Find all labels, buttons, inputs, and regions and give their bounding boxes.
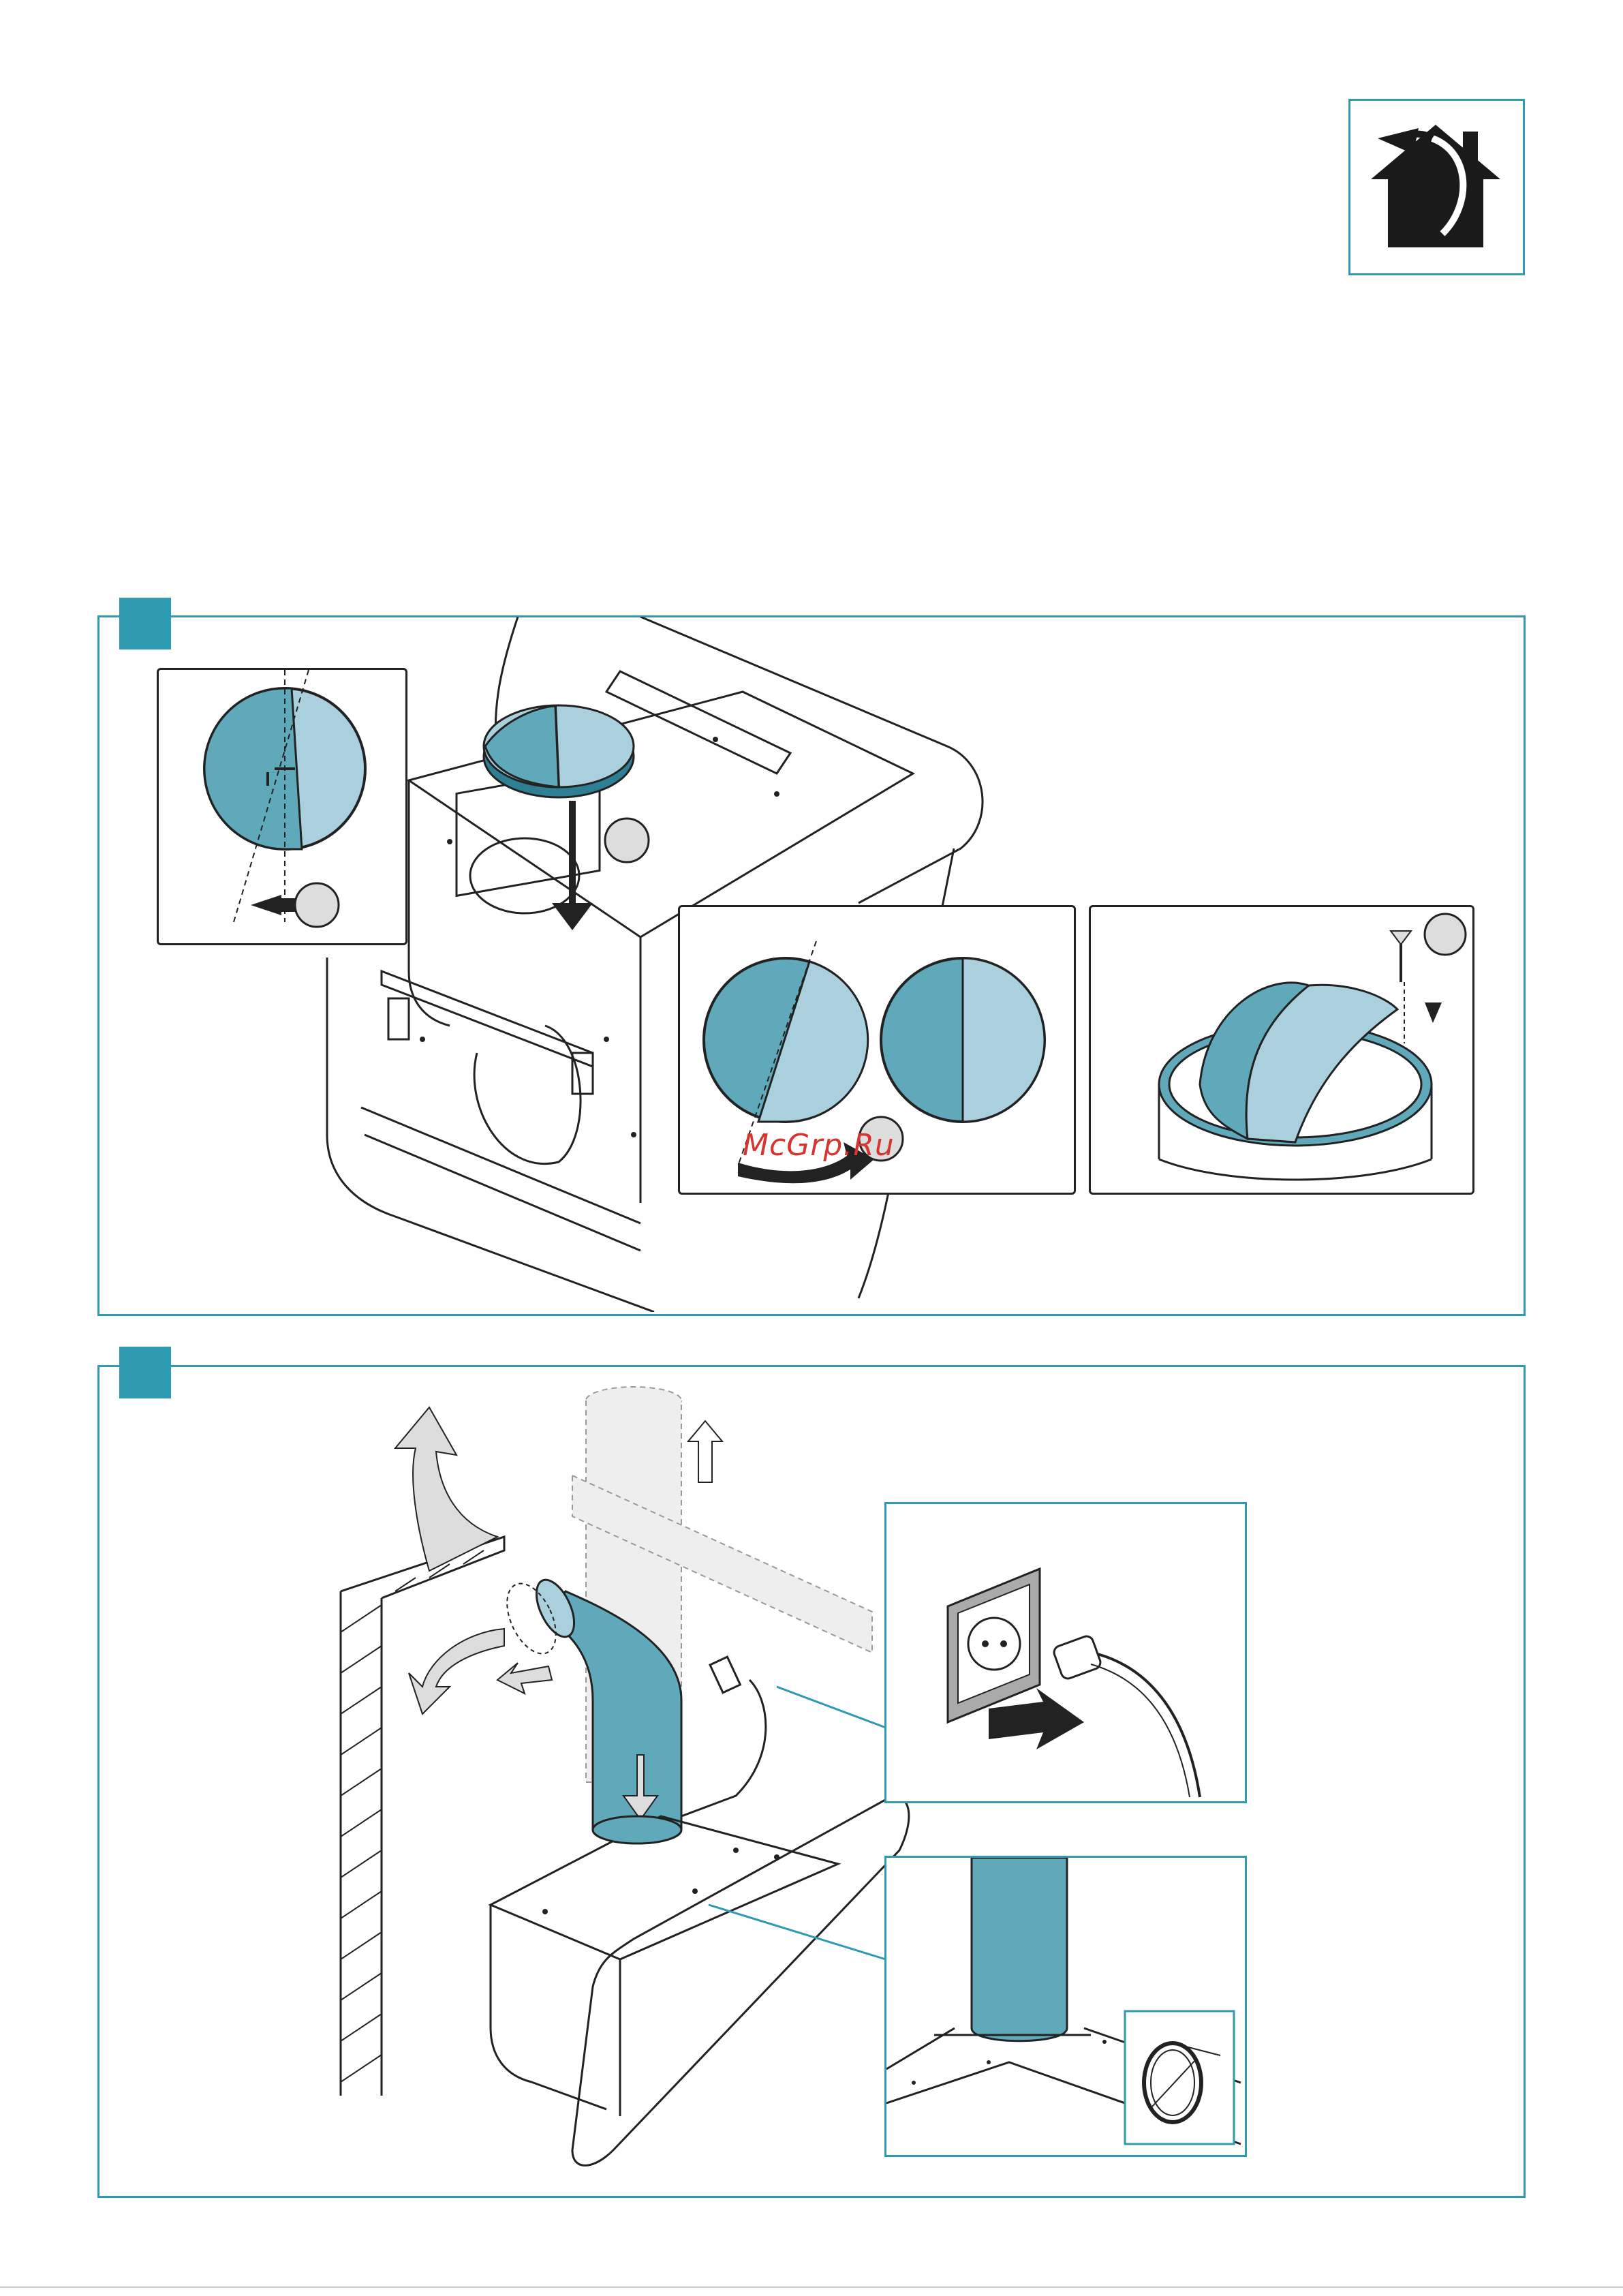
screw-fix-inset: [1089, 905, 1474, 1195]
recirculation-house-icon: [1350, 101, 1523, 273]
watermark: McGrp.Ru: [743, 1128, 895, 1163]
house-symbol-box: [1348, 99, 1525, 275]
damper-screw-diagram: [1091, 907, 1472, 1193]
plug-socket-diagram: [886, 1504, 1245, 1801]
pipe-diameter-inset: [884, 1856, 1247, 2157]
plug-inset: [884, 1502, 1247, 1803]
step-2-badge: [119, 1347, 171, 1398]
flap-align-inset: [157, 668, 407, 945]
step-1-badge: [119, 598, 171, 649]
flap-top-view: [159, 670, 405, 943]
pipe-fitting-diagram: [886, 1858, 1245, 2155]
footer-rule: [0, 2286, 1623, 2288]
